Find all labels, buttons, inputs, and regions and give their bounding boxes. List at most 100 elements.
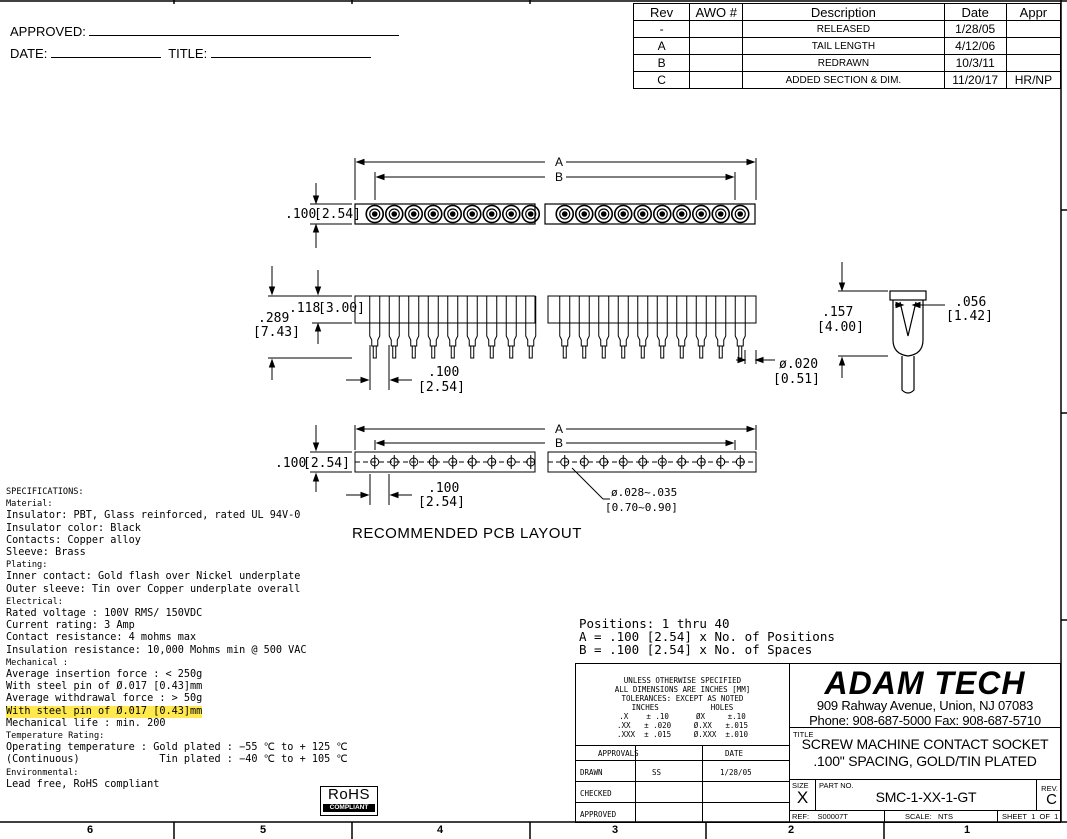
awo-header: AWO # xyxy=(689,3,744,21)
pin-shoulder xyxy=(695,323,707,347)
awo-cell xyxy=(689,71,744,89)
spec-line: Mechanical : xyxy=(6,657,69,668)
dim-arrow xyxy=(911,301,921,309)
tol-row-1: .X ± .10 ØX ±.10 xyxy=(619,712,746,721)
pin-tail xyxy=(528,345,533,359)
spec-line: Average withdrawal force : > 50g xyxy=(6,693,203,705)
side-view xyxy=(889,290,927,394)
pin-shoulder xyxy=(369,323,381,347)
pin-tail xyxy=(660,345,665,359)
pcb-caption: RECOMMENDED PCB LAYOUT xyxy=(352,525,582,542)
pcb-dim-b-label: B xyxy=(555,436,563,450)
contact-mid xyxy=(408,208,420,220)
contact-mid xyxy=(559,208,571,220)
contact-center xyxy=(698,211,705,217)
dim-arrow xyxy=(754,356,764,364)
spec-line: (Continuous) Tin plated : −40 ℃ to + 105… xyxy=(6,754,348,766)
spec-line: Mechanical life : min. 200 xyxy=(6,717,166,729)
contact-outer xyxy=(521,204,541,224)
dim-body-mm: [3.00] xyxy=(318,301,365,316)
spec-line: Lead free, RoHS compliant xyxy=(6,778,160,790)
rev-label: REV. xyxy=(1041,784,1058,793)
dim-pin-dia-in: ø.020 xyxy=(779,357,818,372)
contact-outer xyxy=(443,204,463,224)
dim-arrow xyxy=(737,356,747,364)
contact-outer xyxy=(365,204,385,224)
tol-row-2: .XX ± .020 Ø.XX ±.015 xyxy=(617,721,748,730)
spec-line: Outer sleeve: Tin over Copper underplate… xyxy=(6,583,301,595)
contact-outer xyxy=(730,204,750,224)
dim-arrow xyxy=(312,223,320,233)
pin-shoulder xyxy=(715,323,727,347)
rev-cell: - xyxy=(632,20,691,38)
dimension-lines xyxy=(268,158,945,505)
contact-mid xyxy=(466,208,478,220)
contact-center xyxy=(371,211,378,217)
pin-tail xyxy=(738,345,743,359)
zone-5: 5 xyxy=(259,824,267,836)
dim-arrow xyxy=(375,439,385,447)
pin-tail xyxy=(640,345,645,359)
pin-tail xyxy=(718,345,723,359)
size-cell: SIZE X xyxy=(789,779,816,811)
zone-3: 3 xyxy=(611,824,619,836)
contact-center xyxy=(581,211,588,217)
title-block: TITLE SCREW MACHINE CONTACT SOCKET .100"… xyxy=(789,727,1061,780)
top-body-left xyxy=(354,203,536,225)
dim-arrow xyxy=(312,472,320,482)
dim-side-height-mm: [4.00] xyxy=(817,320,864,335)
dim-side-width-in: .056 xyxy=(955,295,986,310)
contact-mid xyxy=(388,208,400,220)
date-title-label: DATE: TITLE: xyxy=(10,46,371,61)
pin-tail xyxy=(470,345,475,359)
contact-outer xyxy=(633,204,653,224)
dim-arrow xyxy=(838,282,846,292)
pin-tail xyxy=(601,345,606,359)
tol-row-3: .XXX ± .015 Ø.XXX ±.010 xyxy=(617,730,748,739)
contact-outer xyxy=(613,204,633,224)
pcb-layout-view xyxy=(354,451,757,473)
pin-shoulder xyxy=(559,323,571,347)
pin-tail xyxy=(582,345,587,359)
dim-height-in: .289 xyxy=(258,311,289,326)
spec-line: With steel pin of Ø.017 [0.43]mm xyxy=(6,705,203,718)
company-block: ADAM TECH 909 Rahway Avenue, Union, NJ 0… xyxy=(789,663,1061,728)
scale-field: SCALE: NTS xyxy=(905,812,953,821)
dim-top-pitch-in: .100 xyxy=(285,207,316,222)
tol-line-2: ALL DIMENSIONS ARE INCHES [MM] xyxy=(614,685,751,694)
pin-tail xyxy=(392,345,397,359)
spec-line: Insulator: PBT, Glass reinforced, rated … xyxy=(6,510,301,522)
tol-line-1: UNLESS OTHERWISE SPECIFIED xyxy=(623,676,742,685)
contact-center xyxy=(449,211,456,217)
dim-side-height-in: .157 xyxy=(822,305,853,320)
title-line-2: .100" SPACING, GOLD/TIN PLATED xyxy=(813,753,1037,769)
part-label: PART NO. xyxy=(819,781,854,790)
zone-6: 6 xyxy=(86,824,94,836)
company-address: 909 Rahway Avenue, Union, NJ 07083 xyxy=(816,698,1034,713)
dim-pin-dia-mm: [0.51] xyxy=(773,372,820,387)
pcb-dim-a-label: A xyxy=(555,422,563,436)
spec-line: Contacts: Copper alloy xyxy=(6,534,141,546)
spec-line: Environmental: xyxy=(6,767,79,778)
dim-arrow xyxy=(838,356,846,366)
pin-shoulder xyxy=(598,323,610,347)
dim-top-pitch-mm: [2.54] xyxy=(314,207,361,222)
dim-arrow xyxy=(725,439,735,447)
approvals-label: APPROVALS xyxy=(598,749,639,758)
pcb-pitch-in: .100 xyxy=(428,481,459,496)
spec-line: Inner contact: Gold flash over Nickel un… xyxy=(6,571,301,583)
positions-line-2: A = .100 [2.54] x No. of Positions xyxy=(579,629,835,644)
contact-center xyxy=(600,211,607,217)
part-number: SMC-1-XX-1-GT xyxy=(875,789,977,805)
contact-mid xyxy=(525,208,537,220)
contact-center xyxy=(469,211,476,217)
dim-a-label: A xyxy=(555,155,563,169)
pcb-hole-mm: [0.70~0.90] xyxy=(605,501,678,514)
contact-outer xyxy=(594,204,614,224)
dim-side-width-mm: [1.42] xyxy=(946,309,993,324)
rev-value: C xyxy=(1046,791,1057,808)
contact-outer xyxy=(555,204,575,224)
tol-holes: HOLES xyxy=(710,703,734,712)
